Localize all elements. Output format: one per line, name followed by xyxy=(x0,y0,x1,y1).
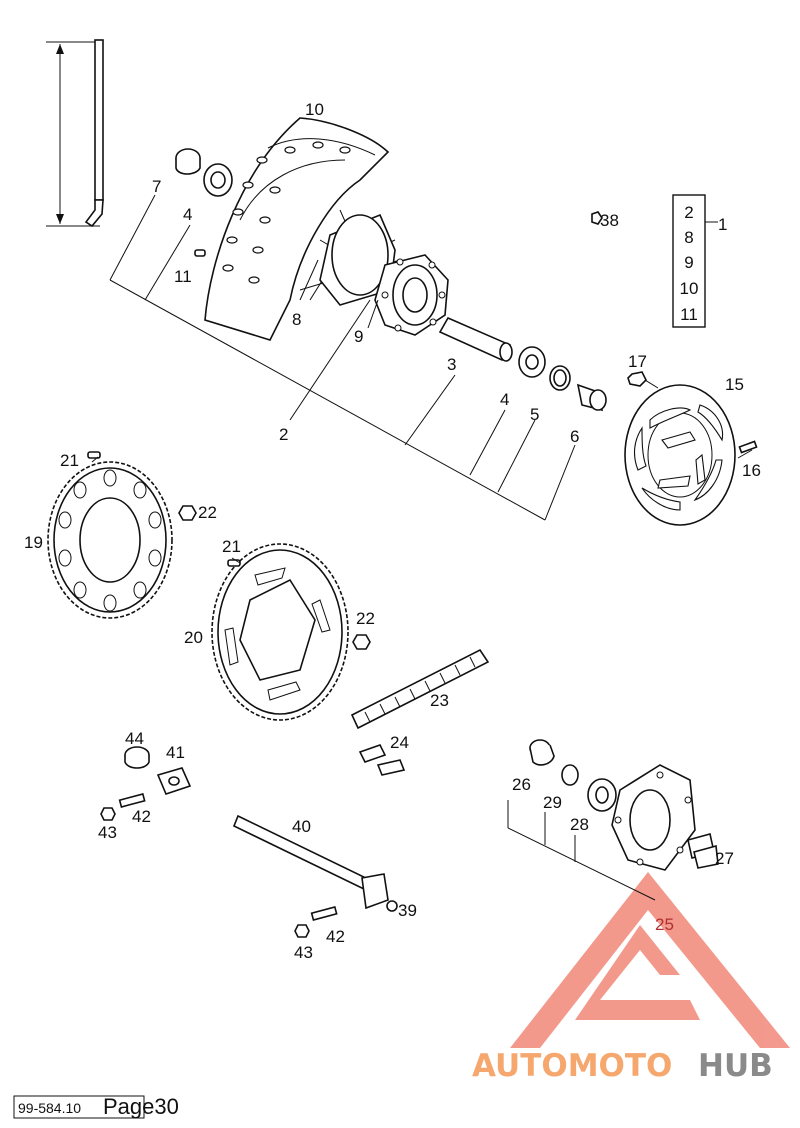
watermark-logo-icon xyxy=(510,872,790,1048)
chain-23-drawing xyxy=(350,648,490,730)
kit-box-item: 9 xyxy=(684,253,693,272)
callout-label: 22 xyxy=(198,503,217,522)
callout-label: 7 xyxy=(152,177,161,196)
callout-labels: 10 7 4 11 8 9 38 1 3 2 4 5 6 17 15 16 21… xyxy=(24,100,761,962)
nut-43a-drawing xyxy=(100,807,116,821)
callout-label: 24 xyxy=(390,733,409,752)
callout-label: 41 xyxy=(166,743,185,762)
callout-label: 43 xyxy=(294,943,313,962)
callout-label: 38 xyxy=(600,211,619,230)
callout-label: 29 xyxy=(543,793,562,812)
callout-label: 10 xyxy=(305,100,324,119)
callout-label: 4 xyxy=(500,390,509,409)
callout-label: 16 xyxy=(742,461,761,480)
kit-box-item: 8 xyxy=(684,228,693,247)
nut-17-drawing xyxy=(627,371,647,387)
washer-39-drawing xyxy=(386,900,398,912)
screw-38-drawing xyxy=(591,211,603,225)
callout-label: 44 xyxy=(125,729,144,748)
bushing-6-drawing xyxy=(576,383,607,412)
callout-label: 5 xyxy=(530,405,539,424)
callout-label: 42 xyxy=(132,807,151,826)
screw-21b-drawing xyxy=(227,559,241,567)
nut-43b-drawing xyxy=(294,924,310,938)
bearing-28-drawing xyxy=(587,778,617,812)
callout-label: 27 xyxy=(715,849,734,868)
callout-label: 42 xyxy=(326,927,345,946)
kit-box-item: 10 xyxy=(680,279,699,298)
callout-label: 15 xyxy=(725,375,744,394)
sprocket-20-drawing xyxy=(211,543,349,721)
leader-lines xyxy=(91,194,753,901)
callout-label: 6 xyxy=(570,427,579,446)
nut-22a-drawing xyxy=(178,505,197,521)
callout-label: 2 xyxy=(279,425,288,444)
callout-label: 28 xyxy=(570,815,589,834)
sprocket-19-drawing xyxy=(47,461,173,619)
callout-label: 9 xyxy=(354,327,363,346)
callout-label: 23 xyxy=(430,691,449,710)
footer-code: 99-584.10 xyxy=(18,1100,81,1116)
callout-label: 26 xyxy=(512,775,531,794)
screw-42a-drawing xyxy=(118,793,146,808)
callout-label: 11 xyxy=(174,267,192,286)
sprocket-carrier-25-drawing xyxy=(611,764,696,871)
spacer-44-drawing xyxy=(124,746,150,769)
watermark-text-part1: AUTOMOTO xyxy=(472,1048,672,1084)
watermark-text-part2: HUB xyxy=(698,1048,773,1084)
axle-40-drawing xyxy=(232,814,389,910)
callout-label: 21 xyxy=(222,537,241,556)
page-footer: 99-584.10 Page30 xyxy=(13,1094,179,1119)
kit-box-item: 2 xyxy=(684,203,693,222)
screw-11-drawing xyxy=(194,249,206,257)
callout-label: 21 xyxy=(60,451,79,470)
footer-page: Page30 xyxy=(103,1094,179,1119)
bearing-4-bottom-drawing xyxy=(518,346,546,378)
callout-label: 39 xyxy=(398,901,417,920)
callout-label: 17 xyxy=(628,352,647,371)
callout-label: 20 xyxy=(184,628,203,647)
kit-box-item: 11 xyxy=(680,305,698,324)
bushing-26-drawing xyxy=(529,739,555,766)
callout-label: 22 xyxy=(356,609,375,628)
ring-5-drawing xyxy=(549,365,571,391)
watermark-text: AUTOMOTO HUB xyxy=(472,1048,773,1084)
callout-label: 4 xyxy=(183,205,192,224)
callout-label: 1 xyxy=(718,215,727,234)
rear-rim-drawing xyxy=(204,117,390,341)
screw-16-drawing xyxy=(738,440,758,454)
bearing-4-top-drawing xyxy=(203,163,233,197)
brake-disc-15-drawing xyxy=(624,384,736,526)
spacer-tube-3-drawing xyxy=(438,316,513,362)
callout-label: 40 xyxy=(292,817,311,836)
chain-adjuster-41-drawing xyxy=(156,767,192,795)
callout-label: 3 xyxy=(447,355,456,374)
spoke-gauge-drawing xyxy=(46,39,104,228)
callout-label: 19 xyxy=(24,533,43,552)
screw-42b-drawing xyxy=(310,906,338,921)
ring-29-drawing xyxy=(561,764,579,786)
rear-hub-drawing xyxy=(319,213,449,336)
callout-label: 43 xyxy=(98,823,117,842)
nut-22b-drawing xyxy=(352,634,371,650)
chain-link-24-drawing xyxy=(358,744,406,776)
bushing-7-drawing xyxy=(175,148,201,175)
screw-21a-drawing xyxy=(87,451,101,459)
callout-label: 25 xyxy=(655,915,674,934)
kit-box: 2 8 9 10 11 xyxy=(672,194,706,328)
callout-label: 8 xyxy=(292,310,301,329)
damper-27-drawing xyxy=(687,833,719,869)
